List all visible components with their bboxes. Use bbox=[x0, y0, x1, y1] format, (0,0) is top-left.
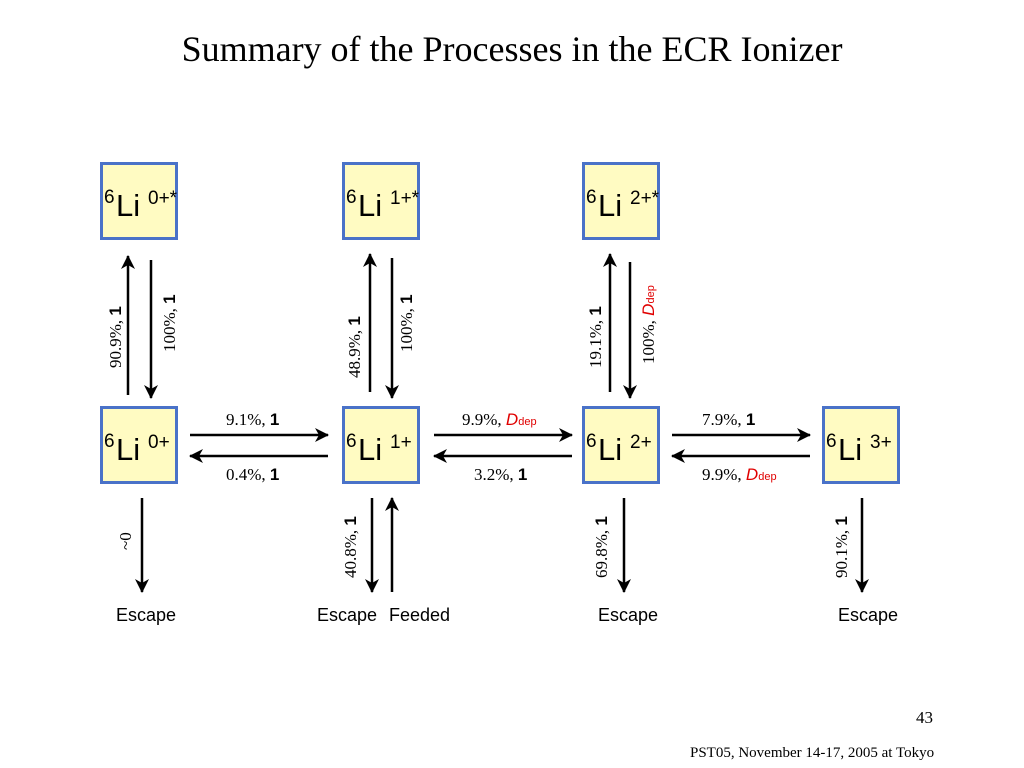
box-li-3: 6 Li 3+ bbox=[822, 406, 900, 484]
element-symbol: Li bbox=[838, 432, 863, 467]
footer: PST05, November 14-17, 2005 at Tokyo bbox=[690, 745, 935, 761]
element-symbol: Li bbox=[116, 432, 141, 467]
element-symbol: Li bbox=[358, 188, 383, 223]
charge-state: 3+ bbox=[870, 432, 892, 453]
label-escape-0: ~0 bbox=[116, 532, 135, 550]
box-li-1: 6 Li 1+ bbox=[342, 406, 420, 484]
label-l0-up: 90.9%, 1 bbox=[106, 306, 125, 368]
label-h23-fwd: 7.9%, 1 bbox=[702, 410, 756, 429]
box-li-0: 6 Li 0+ bbox=[100, 406, 178, 484]
element-symbol: Li bbox=[358, 432, 383, 467]
element-symbol: Li bbox=[598, 188, 623, 223]
element-symbol: Li bbox=[598, 432, 623, 467]
mass-number: 6 bbox=[346, 187, 357, 208]
box-li-0-excited: 6 Li 0+* bbox=[100, 162, 178, 240]
label-h12-fwd: 9.9%, Ddep bbox=[462, 410, 537, 429]
mass-number: 6 bbox=[104, 431, 115, 452]
label-escape-3: 90.1%, 1 bbox=[832, 516, 851, 578]
charge-state: 0+ bbox=[148, 432, 170, 453]
escape-label-1: Escape bbox=[317, 605, 378, 625]
mass-number: 6 bbox=[586, 431, 597, 452]
feeded-label: Feeded bbox=[389, 605, 451, 625]
charge-state: 1+ bbox=[390, 432, 412, 453]
label-h12-back: 3.2%, 1 bbox=[474, 465, 528, 484]
mass-number: 6 bbox=[826, 431, 837, 452]
mass-number: 6 bbox=[346, 431, 357, 452]
box-li-2: 6 Li 2+ bbox=[582, 406, 660, 484]
label-l1-up: 48.9%, 1 bbox=[345, 316, 364, 378]
escape-label-3: Escape bbox=[838, 605, 899, 625]
charge-state: 2+ bbox=[630, 432, 652, 453]
box-li-1-excited: 6 Li 1+* bbox=[342, 162, 420, 240]
escape-label-2: Escape bbox=[598, 605, 659, 625]
mass-number: 6 bbox=[586, 187, 597, 208]
mass-number: 6 bbox=[104, 187, 115, 208]
label-h01-back: 0.4%, 1 bbox=[226, 465, 280, 484]
element-symbol: Li bbox=[116, 188, 141, 223]
page-title: Summary of the Processes in the ECR Ioni… bbox=[181, 29, 843, 69]
label-l2-up: 19.1%, 1 bbox=[586, 306, 605, 368]
label-escape-2: 69.8%, 1 bbox=[592, 516, 611, 578]
label-h01-fwd: 9.1%, 1 bbox=[226, 410, 280, 429]
label-l1-down: 100%, 1 bbox=[397, 294, 416, 352]
label-l2-down: 100%, Ddep bbox=[639, 285, 658, 364]
page-number: 43 bbox=[916, 708, 933, 727]
label-l0-down: 100%, 1 bbox=[160, 294, 179, 352]
box-li-2-excited: 6 Li 2+* bbox=[582, 162, 660, 240]
escape-label-0: Escape bbox=[116, 605, 177, 625]
label-h23-back: 9.9%, Ddep bbox=[702, 465, 777, 484]
charge-state: 2+* bbox=[630, 188, 660, 209]
label-escape-1: 40.8%, 1 bbox=[341, 516, 360, 578]
charge-state: 1+* bbox=[390, 188, 420, 209]
charge-state: 0+* bbox=[148, 188, 178, 209]
